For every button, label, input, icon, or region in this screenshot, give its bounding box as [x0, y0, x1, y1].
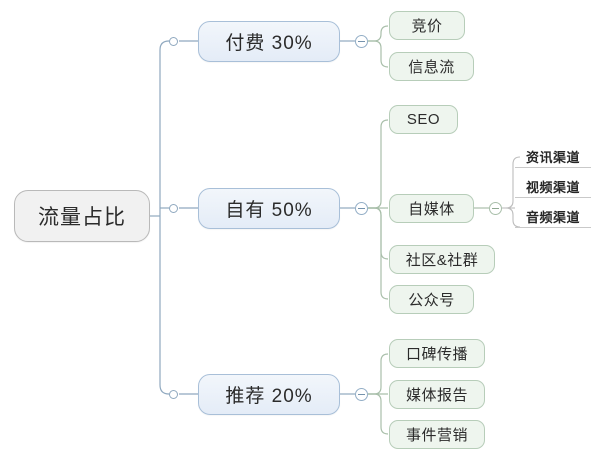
root-node[interactable]: 流量占比: [14, 190, 150, 242]
junction-dot-referral[interactable]: [169, 389, 178, 399]
leaf-node-feed-ads-label: 信息流: [408, 59, 455, 76]
branch-node-owned[interactable]: 自有 50%: [198, 188, 340, 229]
leaf-node-event-marketing-label: 事件营销: [405, 427, 468, 444]
branch-node-paid[interactable]: 付费 30%: [198, 21, 340, 62]
leaf-node-official-account-label: 公众号: [408, 292, 455, 309]
wire-trunk-up: [159, 40, 170, 216]
root-node-label: 流量占比: [38, 206, 126, 229]
branch-node-referral-label: 推荐 20%: [225, 386, 313, 407]
collapse-toggle-paid[interactable]: [355, 35, 368, 48]
wires-referral-children: [368, 353, 389, 435]
branch-node-owned-label: 自有 50%: [225, 200, 313, 221]
leaf-node-self-media-label: 自媒体: [408, 201, 455, 218]
subleaf-node-news-channel-label: 资讯渠道: [525, 150, 580, 165]
collapse-toggle-referral[interactable]: [355, 388, 368, 401]
subleaf-node-video-channel[interactable]: 视频渠道: [515, 176, 591, 198]
wire-trunk-down: [159, 216, 170, 395]
leaf-node-seo[interactable]: SEO: [389, 105, 458, 134]
junction-dot-paid[interactable]: [169, 36, 178, 46]
leaf-node-bidding-label: 竞价: [411, 18, 443, 35]
leaf-node-community-label: 社区&社群: [405, 252, 479, 269]
leaf-node-bidding[interactable]: 竞价: [389, 11, 465, 40]
leaf-node-feed-ads[interactable]: 信息流: [389, 52, 474, 81]
subleaf-node-news-channel[interactable]: 资讯渠道: [515, 146, 591, 168]
leaf-node-word-of-mouth-label: 口碑传播: [405, 346, 468, 363]
minus-icon: [358, 208, 365, 209]
collapse-toggle-self-media[interactable]: [489, 202, 502, 215]
leaf-node-official-account[interactable]: 公众号: [389, 285, 474, 314]
collapse-toggle-owned[interactable]: [355, 202, 368, 215]
leaf-node-seo-label: SEO: [406, 111, 441, 128]
leaf-node-community[interactable]: 社区&社群: [389, 245, 495, 274]
leaf-node-self-media[interactable]: 自媒体: [389, 194, 474, 223]
junction-dot-owned[interactable]: [169, 203, 178, 213]
subleaf-node-audio-channel[interactable]: 音频渠道: [515, 206, 591, 228]
subleaf-node-video-channel-label: 视频渠道: [525, 180, 580, 195]
minus-icon: [492, 208, 499, 209]
leaf-node-word-of-mouth[interactable]: 口碑传播: [389, 339, 485, 368]
minus-icon: [358, 394, 365, 395]
branch-node-paid-label: 付费 30%: [225, 33, 313, 54]
branch-node-referral[interactable]: 推荐 20%: [198, 374, 340, 415]
leaf-node-media-report-label: 媒体报告: [405, 387, 468, 404]
wires-owned-children: [368, 119, 489, 300]
leaf-node-media-report[interactable]: 媒体报告: [389, 380, 485, 409]
subleaf-node-audio-channel-label: 音频渠道: [525, 210, 580, 225]
wires-selfmedia-children: [502, 156, 521, 228]
minus-icon: [358, 41, 365, 42]
leaf-node-event-marketing[interactable]: 事件营销: [389, 420, 485, 449]
wires-paid-children: [368, 25, 389, 68]
